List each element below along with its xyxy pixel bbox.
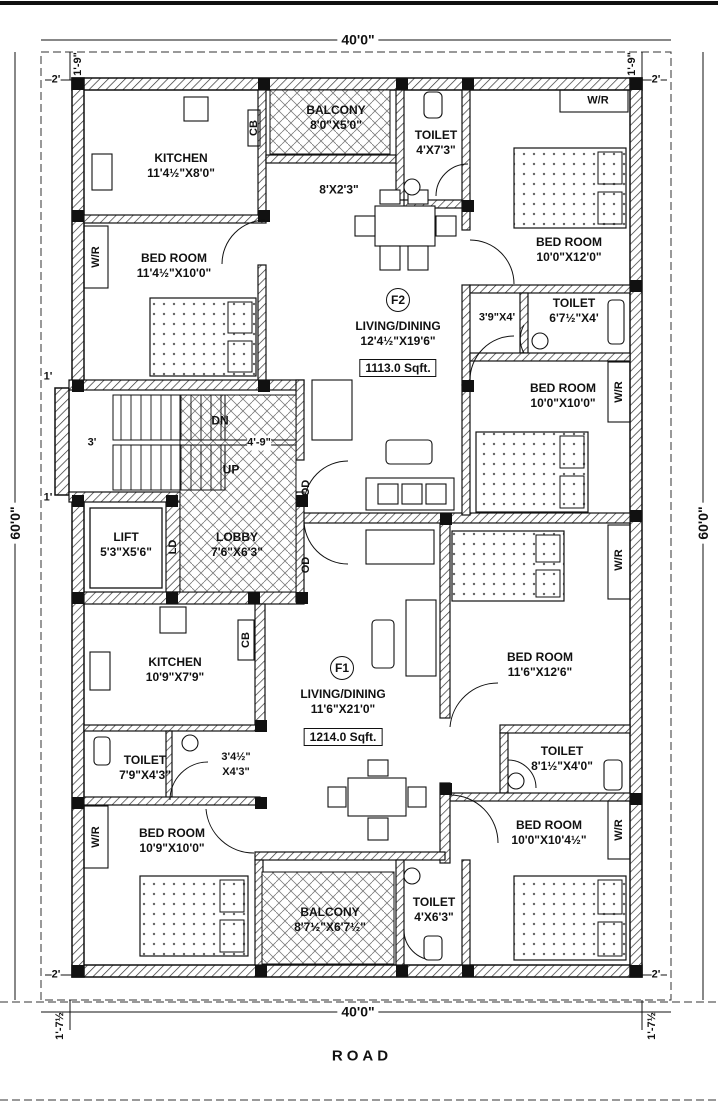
road-label: ROAD [331,1047,393,1065]
setback-top-vertical-left: 1'-9" [72,52,84,76]
stair-up-label: UP [222,462,240,477]
column [72,965,84,977]
column [255,965,267,977]
column [462,965,474,977]
overall-width-top: 40'0" [337,32,379,48]
column [462,380,474,392]
wardrobe-label-f1-left: W/R [90,826,102,848]
column [72,592,84,604]
overall-width-bottom: 40'0" [337,1004,379,1020]
cupboard-label-f1: CB [240,632,252,648]
od-top-label: OD [300,479,312,497]
cupboard-label-f2: CB [248,120,260,136]
column [258,210,270,222]
wardrobe-label-f1-right-top: W/R [613,549,625,571]
column [630,280,642,292]
column [258,78,270,90]
f2-passage-label: 8'X2'3" [319,182,359,197]
od-bottom-label: OD [300,556,312,574]
f1-passage-label: 3'4½"X4'3" [221,751,251,778]
stair-length-label: 4'-9" [247,435,271,451]
column [396,965,408,977]
wardrobe-label-f1-right-bottom: W/R [613,819,625,841]
f2-area-box: 1113.0 Sqft. [359,359,437,377]
setback-bottom-vertical-left: 1'-7½ [54,1012,66,1040]
column [258,380,270,392]
stair-dn-label: DN [211,413,229,428]
column [630,510,642,522]
column [166,495,178,507]
column [72,78,84,90]
bed [513,147,627,229]
column [396,78,408,90]
column [72,797,84,809]
f1-area-box: 1214.0 Sqft. [303,728,383,746]
column [72,380,84,392]
column [296,495,308,507]
setback-bottom-left: 2' [51,967,61,983]
setback-bottom-right: 2' [651,967,661,983]
column [630,793,642,805]
column [248,592,260,604]
bed [513,875,627,961]
bed [149,297,257,377]
bed [451,530,565,602]
column [255,797,267,809]
column [630,78,642,90]
setback-bottom-vertical-right: 1'-7½ [646,1012,658,1040]
stair-setback-bottom: 1' [43,491,53,504]
bed [475,431,589,513]
overall-depth-left: 60'0" [7,502,23,544]
column [296,592,308,604]
ld-label: LD [167,539,179,555]
f2-passage2-label: 3'9"X4' [478,311,516,324]
column [255,720,267,732]
setback-top-right: 2' [651,72,661,88]
f2-unit-tag: F2 [386,288,410,312]
column [462,200,474,212]
column [462,78,474,90]
stair-width-label: 3' [87,435,97,451]
column [630,965,642,977]
column [166,592,178,604]
bed [139,875,249,957]
wardrobe-label-f2-left: W/R [90,246,102,268]
setback-top-left: 2' [51,72,61,88]
column [72,495,84,507]
column [440,783,452,795]
column [72,210,84,222]
column [440,513,452,525]
setback-top-vertical-right: 1'-9" [626,52,638,76]
f1-unit-tag: F1 [330,656,354,680]
stair-setback-top: 1' [43,370,53,383]
wardrobe-label-f2-right: W/R [613,381,625,403]
overall-depth-right: 60'0" [695,502,711,544]
wardrobe-label-f2-top-right: W/R [587,94,609,107]
